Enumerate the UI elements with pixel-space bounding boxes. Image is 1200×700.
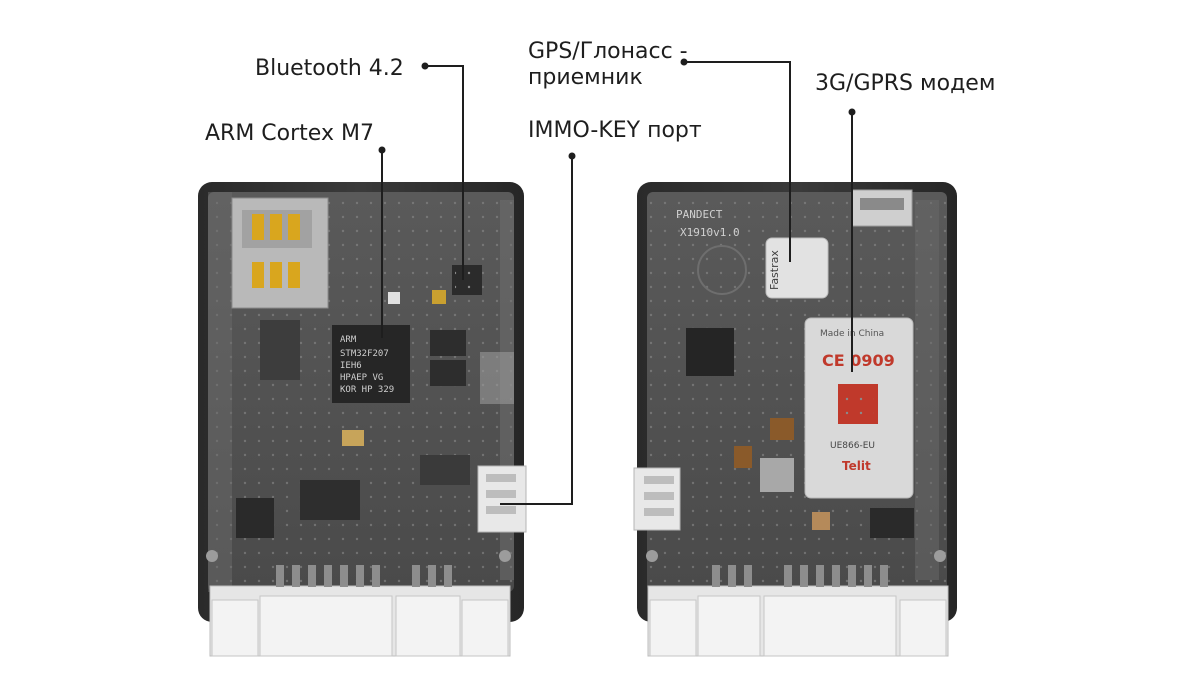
modem-model-marking: UE866-EU <box>830 441 875 451</box>
left-bottom-connector <box>209 565 511 657</box>
leader-gps <box>684 61 791 262</box>
svg-text:KOR HP 329: KOR HP 329 <box>340 385 394 395</box>
svg-text:STM32F207: STM32F207 <box>340 349 389 359</box>
modem-vendor-marking: Telit <box>842 459 871 473</box>
leader-immo <box>500 156 573 505</box>
3g-gprs-modem-module: Made in China CE 0909 UE866-EU Telit <box>804 317 914 499</box>
crystal <box>342 430 364 446</box>
label-arm-cortex: ARM Cortex M7 <box>205 121 374 146</box>
label-gps-line1: GPS/Глонасс - <box>528 39 688 64</box>
label-modem: 3G/GPRS модем <box>815 71 996 96</box>
ce-mark: CE 0909 <box>822 351 895 370</box>
inductor <box>760 458 794 492</box>
label-bluetooth: Bluetooth 4.2 <box>255 56 404 81</box>
gps-vendor-marking: Fastrax <box>768 250 781 290</box>
svg-text:IEH6: IEH6 <box>340 361 362 371</box>
sim-card-holder <box>231 197 329 309</box>
arm-mcu-chip: ARM STM32F207 IEH6 HPAEP VG KOR HP 329 <box>332 325 410 403</box>
callout-leaders <box>378 58 856 505</box>
label-gps-line2: приемник <box>528 65 643 90</box>
immo-key-connector <box>477 465 527 533</box>
right-bottom-connector <box>647 565 949 657</box>
svg-text:ARM: ARM <box>340 335 357 345</box>
label-immo-key: IMMO-KEY порт <box>528 118 702 143</box>
mxio-chip <box>686 328 734 376</box>
leader-bluetooth <box>425 65 464 280</box>
board-revision-marking: X1910v1.0 <box>680 226 740 239</box>
right-side-connector <box>633 467 681 531</box>
board-brand-marking: PANDECT <box>676 208 723 221</box>
battery-pad <box>697 245 747 295</box>
gps-glonass-module: Fastrax <box>765 237 829 299</box>
left-board: ARM STM32F207 IEH6 HPAEP VG KOR HP 329 <box>198 182 527 657</box>
right-board: PANDECT X1910v1.0 Fastrax Made in China … <box>633 182 957 657</box>
svg-text:HPAEP VG: HPAEP VG <box>340 373 383 383</box>
